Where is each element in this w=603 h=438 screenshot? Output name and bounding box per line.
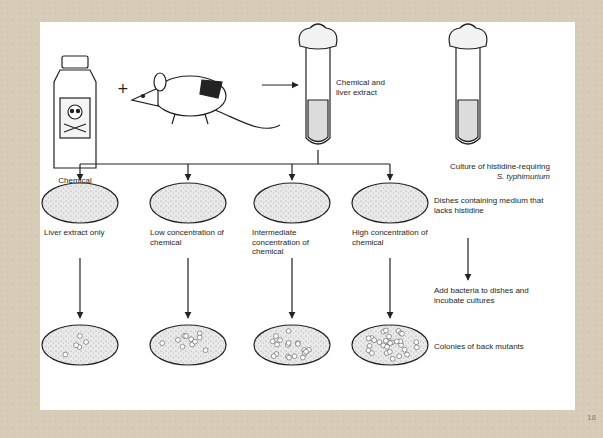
mouse — [132, 73, 280, 128]
colony — [84, 340, 89, 345]
colony — [394, 339, 399, 344]
test-tube — [299, 24, 337, 144]
colony — [274, 334, 279, 339]
culture-tube — [449, 24, 487, 144]
colony — [271, 354, 276, 359]
colony — [367, 344, 372, 349]
plus-sign: + — [117, 80, 129, 96]
culture-label: Culture of histidine-requiring — [408, 162, 550, 172]
colony — [387, 349, 392, 354]
colony — [286, 341, 291, 346]
colony — [295, 341, 300, 346]
dish-label: Intermediate concentration of chemical — [252, 228, 336, 257]
step-note: Add bacteria to dishes and incubate cult… — [434, 286, 560, 305]
colony — [400, 331, 405, 336]
colony — [160, 341, 165, 346]
colony — [304, 349, 309, 354]
colony — [296, 342, 301, 347]
agar-dishes — [42, 183, 428, 223]
colony — [301, 355, 306, 360]
species-name: S. typhimurium — [408, 172, 550, 182]
colony — [402, 347, 407, 352]
arrow — [262, 84, 298, 85]
dish-label: Low concentration of chemical — [150, 228, 230, 247]
colony — [286, 329, 291, 334]
colony — [197, 335, 202, 340]
colony — [372, 338, 377, 343]
colonies — [63, 328, 419, 361]
colony — [397, 354, 402, 359]
colony — [74, 343, 79, 348]
colony — [63, 352, 68, 357]
colony — [203, 348, 208, 353]
colony — [287, 355, 292, 360]
colony — [275, 342, 280, 347]
result-dishes — [42, 325, 428, 365]
colony — [384, 328, 389, 333]
colony — [193, 339, 198, 344]
colony — [414, 345, 419, 350]
colony — [366, 336, 371, 341]
colony — [78, 334, 83, 339]
colony — [414, 340, 419, 345]
colony — [278, 338, 283, 343]
colony — [184, 334, 189, 339]
colony — [405, 352, 410, 357]
bottle-label: Chemical — [44, 176, 106, 186]
page-number: 18 — [576, 413, 596, 423]
result-note: Colonies of back mutants — [434, 342, 546, 352]
dish-label: High concentration of chemical — [352, 228, 432, 247]
colony — [180, 344, 185, 349]
colony — [292, 354, 297, 359]
colony — [176, 338, 181, 343]
colony — [385, 344, 390, 349]
colony — [387, 334, 392, 339]
colony — [390, 356, 395, 361]
colony — [270, 339, 275, 344]
medium-note: Dishes containing medium that lacks hist… — [434, 196, 546, 215]
white-panel — [40, 22, 575, 410]
branch-arrows — [80, 150, 468, 318]
dish-label: Liver extract only — [44, 228, 118, 238]
colony — [369, 351, 374, 356]
tube-label: Chemical and liver extract — [336, 78, 398, 97]
chemical-bottle — [54, 56, 96, 168]
